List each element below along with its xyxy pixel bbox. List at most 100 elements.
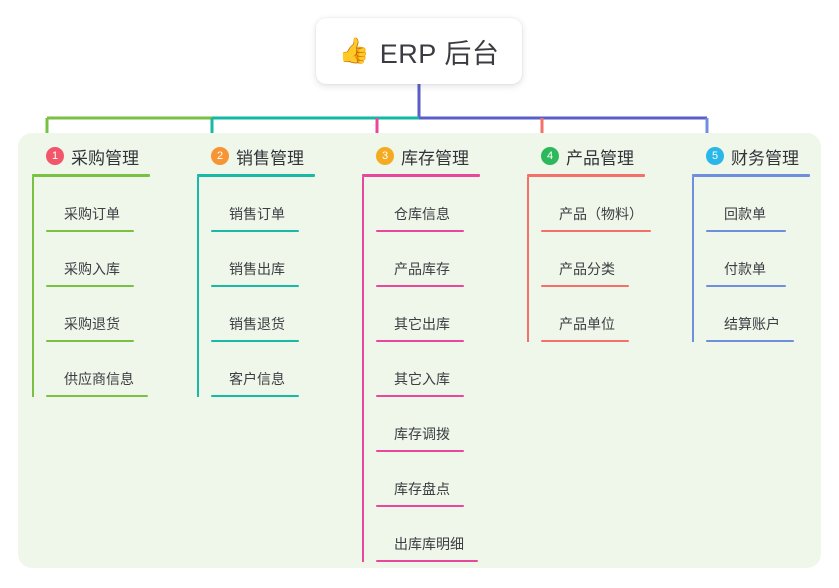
branch-badge: 3: [376, 147, 394, 165]
branch-item[interactable]: 付款单: [706, 232, 810, 287]
branch-header-underline: [32, 174, 150, 177]
branch-title: 产品管理: [566, 148, 634, 168]
branch-spine: [692, 177, 694, 342]
branch-item-label: 付款单: [724, 261, 766, 277]
branch-spine: [362, 177, 364, 562]
branch-item-underline: [376, 230, 464, 232]
branch-item[interactable]: 产品单位: [541, 287, 645, 342]
branch-item-underline: [376, 505, 464, 507]
branch-item-list: 销售订单销售出库销售退货客户信息: [197, 177, 315, 397]
branch-item-underline: [46, 340, 134, 342]
branch-item[interactable]: 销售出库: [211, 232, 315, 287]
branch-item-label: 库存盘点: [394, 481, 450, 497]
branch-item[interactable]: 库存盘点: [376, 452, 480, 507]
branch-item[interactable]: 出库库明细: [376, 507, 480, 562]
branch-item[interactable]: 客户信息: [211, 342, 315, 397]
branch-item-underline: [376, 560, 478, 562]
branch-badge: 4: [541, 147, 559, 165]
branch-item[interactable]: 回款单: [706, 177, 810, 232]
branch-item-underline: [46, 395, 148, 397]
branch-item-label: 产品（物料）: [559, 206, 643, 222]
branch-item-underline: [211, 230, 299, 232]
branch-spine: [32, 177, 34, 397]
branch-header-sales[interactable]: 2 销售管理: [197, 143, 315, 169]
branch-item-label: 销售退货: [229, 316, 285, 332]
branch-item[interactable]: 产品分类: [541, 232, 645, 287]
branch-title: 库存管理: [401, 148, 469, 168]
branch-header-underline: [527, 174, 645, 177]
branch-item[interactable]: 采购订单: [46, 177, 150, 232]
branch-item-underline: [376, 395, 464, 397]
branch-item[interactable]: 其它入库: [376, 342, 480, 397]
branch-item-label: 库存调拨: [394, 426, 450, 442]
branch-title: 财务管理: [731, 148, 799, 168]
branch-header-inventory[interactable]: 3 库存管理: [362, 143, 480, 169]
branch-spine: [527, 177, 529, 342]
branch-title: 销售管理: [236, 148, 304, 168]
branch-item-underline: [706, 340, 794, 342]
branch-item-label: 销售出库: [229, 261, 285, 277]
branch-item-underline: [211, 395, 299, 397]
branch-item-label: 采购退货: [64, 316, 120, 332]
branch-header-underline: [362, 174, 480, 177]
branch-item-label: 客户信息: [229, 371, 285, 387]
branch-item-underline: [211, 340, 299, 342]
branch-item-label: 产品单位: [559, 316, 615, 332]
branch-column-product: 4 产品管理产品（物料） 产品分类产品单位: [527, 143, 651, 342]
branch-item[interactable]: 销售订单: [211, 177, 315, 232]
branch-item-underline: [211, 285, 299, 287]
branch-spine: [197, 177, 199, 397]
root-node-card[interactable]: 👍 ERP 后台: [316, 18, 522, 84]
branch-column-inventory: 3 库存管理仓库信息产品库存其它出库其它入库库存调拨库存盘点出库库明细: [362, 143, 480, 562]
branch-item-list: 产品（物料） 产品分类产品单位: [527, 177, 651, 342]
branch-header-underline: [692, 174, 810, 177]
branch-column-finance: 5 财务管理回款单付款单结算账户: [692, 143, 810, 342]
branch-badge: 1: [46, 147, 64, 165]
branch-item-label: 采购入库: [64, 261, 120, 277]
branch-item-label: 采购订单: [64, 206, 120, 222]
branch-badge: 5: [706, 147, 724, 165]
branch-item-label: 回款单: [724, 206, 766, 222]
branch-item-list: 采购订单采购入库采购退货供应商信息: [32, 177, 150, 397]
branch-item-underline: [376, 340, 464, 342]
branch-item-label: 销售订单: [229, 206, 285, 222]
branch-item-underline: [706, 285, 786, 287]
root-node-content: 👍 ERP 后台: [339, 32, 500, 71]
branch-item[interactable]: 供应商信息: [46, 342, 150, 397]
branch-item[interactable]: 仓库信息: [376, 177, 480, 232]
branch-header-product[interactable]: 4 产品管理: [527, 143, 645, 169]
branch-item[interactable]: 产品（物料）: [541, 177, 651, 232]
branch-item[interactable]: 采购退货: [46, 287, 150, 342]
branch-item-underline: [376, 285, 464, 287]
branch-header-finance[interactable]: 5 财务管理: [692, 143, 810, 169]
branch-item[interactable]: 产品库存: [376, 232, 480, 287]
branch-item[interactable]: 采购入库: [46, 232, 150, 287]
branch-column-purchase: 1 采购管理采购订单采购入库采购退货供应商信息: [32, 143, 150, 397]
branch-item[interactable]: 其它出库: [376, 287, 480, 342]
branch-item-underline: [541, 285, 629, 287]
branch-item-label: 仓库信息: [394, 206, 450, 222]
branch-header-purchase[interactable]: 1 采购管理: [32, 143, 150, 169]
root-node-title: ERP 后台: [379, 38, 500, 69]
branch-item[interactable]: 结算账户: [706, 287, 810, 342]
branch-badge: 2: [211, 147, 229, 165]
branch-item-label: 供应商信息: [64, 371, 134, 387]
thumbs-up-icon: 👍: [338, 36, 370, 65]
branch-item-label: 产品分类: [559, 261, 615, 277]
branch-item[interactable]: 销售退货: [211, 287, 315, 342]
branch-item-list: 回款单付款单结算账户: [692, 177, 810, 342]
branch-item-list: 仓库信息产品库存其它出库其它入库库存调拨库存盘点出库库明细: [362, 177, 480, 562]
branch-item-label: 出库库明细: [394, 536, 464, 552]
branch-header-underline: [197, 174, 315, 177]
branch-item-label: 结算账户: [724, 316, 780, 332]
branch-item-underline: [46, 285, 134, 287]
branches-panel: [18, 133, 821, 568]
branch-title: 采购管理: [71, 148, 139, 168]
branch-item[interactable]: 库存调拨: [376, 397, 480, 452]
branch-column-sales: 2 销售管理销售订单销售出库销售退货客户信息: [197, 143, 315, 397]
branch-item-label: 其它入库: [394, 371, 450, 387]
branch-item-underline: [46, 230, 134, 232]
branch-item-label: 产品库存: [394, 261, 450, 277]
branch-item-label: 其它出库: [394, 316, 450, 332]
